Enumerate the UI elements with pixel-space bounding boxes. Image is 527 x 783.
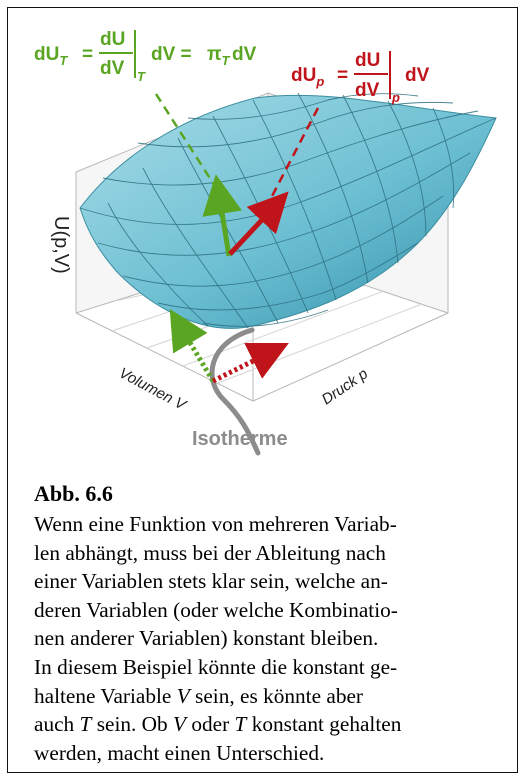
svg-text:dUT: dUT <box>34 44 68 68</box>
isotherm-label: Isotherme <box>192 428 288 450</box>
caption-line: auch T sein. Ob V oder T konstant gehalt… <box>34 712 402 737</box>
figure-frame: U(p,V) Volumen V Druck p Isotherme dUT =… <box>7 7 518 773</box>
red-leader-line <box>268 107 320 201</box>
caption-line: einer Variablen stets klar sein, welche … <box>34 569 388 594</box>
caption-line: werden, macht einen Unterschied. <box>34 740 325 765</box>
svg-text:dV =: dV = <box>151 44 192 65</box>
svg-text:dV: dV <box>355 80 380 101</box>
caption-line: haltene Variable V sein, es könnte aber <box>34 683 364 708</box>
svg-text:dV: dV <box>100 58 125 79</box>
equation-dUp: dUp = dU dV p dV <box>291 50 430 105</box>
svg-text:πT: πT <box>207 44 231 68</box>
svg-text:dV: dV <box>405 65 430 86</box>
caption-line: nen anderer Variablen) konstant bleiben. <box>34 626 379 651</box>
svg-text:dV: dV <box>232 44 257 65</box>
diagram-svg: U(p,V) Volumen V Druck p Isotherme dUT =… <box>34 29 497 456</box>
red-arrow-surface <box>228 191 289 256</box>
green-arrow-base <box>169 308 216 383</box>
caption-body: Wenn eine Funktion von mehreren Variab- … <box>34 510 504 767</box>
equation-dUT: dUT = dU dV T dV = πT dV <box>34 29 257 84</box>
caption-line: Wenn eine Funktion von mehreren Variab- <box>34 512 397 536</box>
caption-title: Abb. 6.6 <box>34 481 113 506</box>
svg-text:dU: dU <box>355 50 380 71</box>
svg-text:=: = <box>82 44 93 65</box>
svg-text:p: p <box>391 90 400 105</box>
isotherm-curve <box>209 327 261 456</box>
svg-text:dUp: dUp <box>291 65 324 89</box>
z-axis-label: U(p,V) <box>50 216 72 274</box>
svg-text:=: = <box>337 65 348 86</box>
caption-line: len abhängt, muss bei der Ableitung nach <box>34 540 386 565</box>
red-arrow-base <box>211 343 289 384</box>
y-axis-label: Druck p <box>319 365 371 408</box>
diagram: U(p,V) Volumen V Druck p Isotherme dUT =… <box>8 8 519 473</box>
green-arrow-surface <box>202 174 242 257</box>
caption-line: deren Variablen (oder welche Kombinatio- <box>34 597 398 622</box>
x-axis-label: Volumen V <box>116 365 190 415</box>
svg-text:dU: dU <box>100 29 125 50</box>
svg-text:T: T <box>137 69 146 84</box>
caption-line: In diesem Beispiel könnte die konstant g… <box>34 654 398 679</box>
